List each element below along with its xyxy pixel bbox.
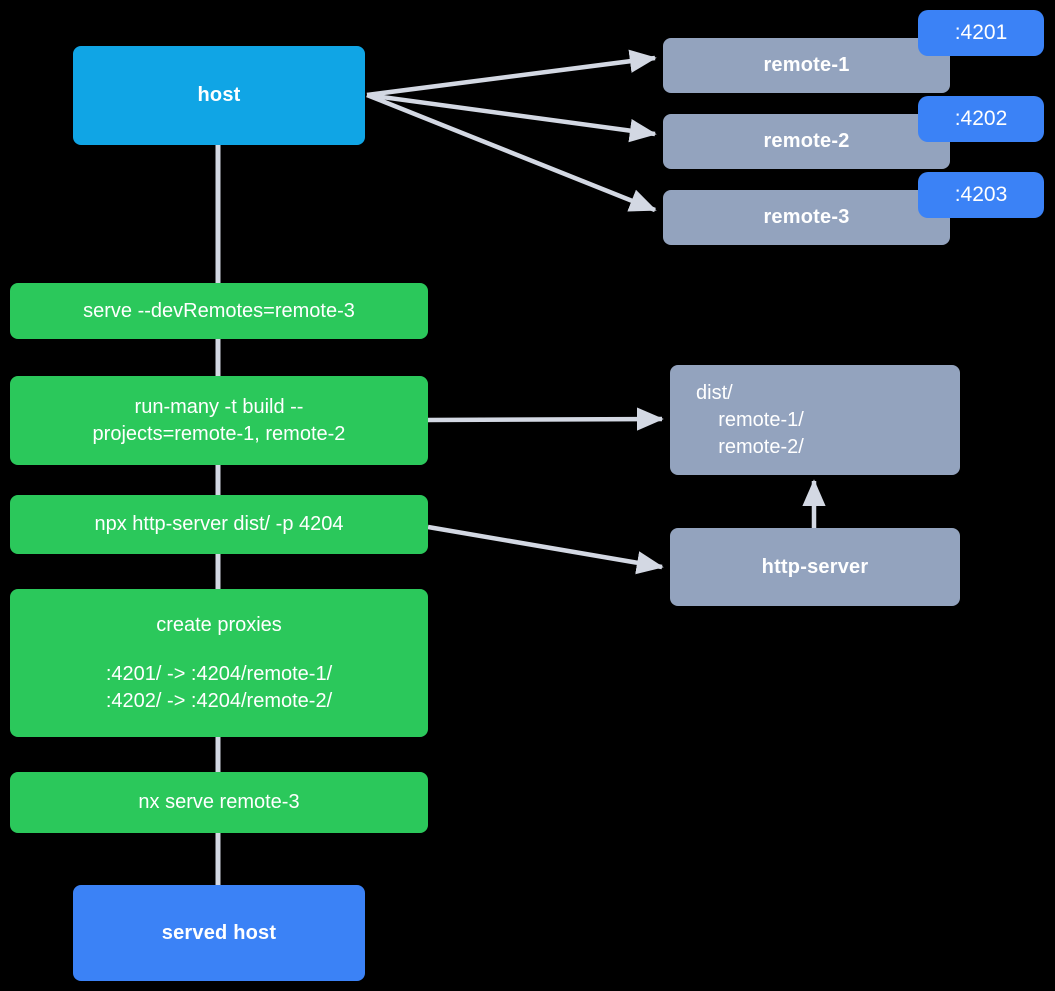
edge-run-many-to-dist <box>427 407 664 431</box>
edge-host-to-remote-2 <box>366 92 657 143</box>
node-command-nx-serve-label: nx serve remote-3 <box>138 791 300 813</box>
host-to-remotes-edges <box>366 49 657 213</box>
node-command-create-proxies-title: create proxies <box>156 613 282 636</box>
node-served-host[interactable]: served host <box>73 885 365 981</box>
node-remote-1-label: remote-1 <box>763 54 850 76</box>
node-command-run-many-line-2: projects=remote-1, remote-2 <box>92 422 346 445</box>
node-command-serve[interactable]: serve --devRemotes=remote-3 <box>10 283 428 339</box>
node-host[interactable]: host <box>73 46 365 145</box>
node-dist-line-3: remote-2/ <box>696 435 804 458</box>
node-remote-2[interactable]: remote-2 <box>663 114 950 169</box>
node-http-server-label: http-server <box>761 555 869 578</box>
node-command-http-server[interactable]: npx http-server dist/ -p 4204 <box>10 495 428 554</box>
node-command-create-proxies-line-1: :4201/ -> :4204/remote-1/ <box>105 662 333 685</box>
node-command-run-many[interactable]: run-many -t build -- projects=remote-1, … <box>10 376 428 465</box>
node-http-server[interactable]: http-server <box>670 528 960 606</box>
node-served-host-label: served host <box>161 921 277 944</box>
port-badge-remote-2-label: :4202 <box>954 107 1008 130</box>
port-badge-remote-3-label: :4203 <box>954 183 1008 206</box>
port-badge-remote-3: :4203 <box>918 172 1044 218</box>
port-badge-remote-2: :4202 <box>918 96 1044 142</box>
node-remote-3[interactable]: remote-3 <box>663 190 950 245</box>
node-host-label: host <box>197 84 241 106</box>
node-command-http-server-label: npx http-server dist/ -p 4204 <box>94 513 344 535</box>
node-command-serve-label: serve --devRemotes=remote-3 <box>83 299 355 322</box>
node-command-create-proxies-line-2: :4202/ -> :4204/remote-2/ <box>105 689 333 712</box>
node-dist-line-1: dist/ <box>696 381 733 404</box>
node-remote-1[interactable]: remote-1 <box>663 38 950 93</box>
port-badge-remote-1: :4201 <box>918 10 1044 56</box>
node-dist-folder[interactable]: dist/ remote-1/ remote-2/ <box>670 365 960 475</box>
node-dist-line-2: remote-1/ <box>696 408 804 431</box>
node-command-create-proxies[interactable]: create proxies :4201/ -> :4204/remote-1/… <box>10 589 428 737</box>
node-remote-3-label: remote-3 <box>763 206 850 228</box>
edge-npx-to-http-server <box>427 524 664 575</box>
edge-host-to-remote-3 <box>366 92 657 213</box>
node-command-nx-serve[interactable]: nx serve remote-3 <box>10 772 428 833</box>
node-remote-2-label: remote-2 <box>763 130 850 152</box>
edge-host-to-remote-1 <box>366 49 657 98</box>
port-badge-remote-1-label: :4201 <box>954 21 1008 44</box>
node-command-run-many-line-1: run-many -t build -- <box>134 395 304 418</box>
